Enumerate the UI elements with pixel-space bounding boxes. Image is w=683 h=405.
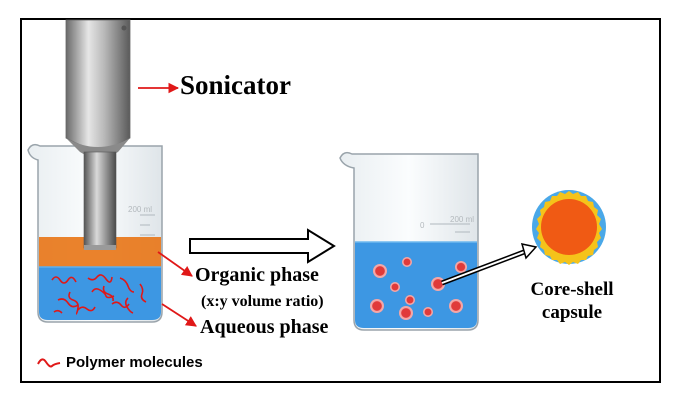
beaker-graduations-right	[430, 223, 470, 233]
emulsion-droplets	[370, 257, 467, 320]
polymer-chains	[51, 274, 147, 315]
droplet	[370, 299, 384, 313]
polymer-legend-icon	[37, 358, 61, 368]
aqueous-phase-layer	[39, 267, 161, 320]
droplet	[449, 299, 463, 313]
beaker-graduations	[140, 214, 155, 236]
beaker-mark-left: 200 ml	[128, 205, 152, 214]
droplet	[455, 261, 467, 273]
volume-ratio-label: (x:y volume ratio)	[201, 293, 324, 310]
organic-arrow	[157, 251, 193, 277]
polymer-legend-label: Polymer molecules	[66, 354, 203, 371]
zoom-arrow	[441, 243, 538, 286]
droplet	[402, 257, 412, 267]
sonicator-label: Sonicator	[180, 70, 291, 100]
sonicator-probe	[83, 151, 117, 249]
droplet	[405, 295, 415, 305]
beaker-mark-right: 200 ml	[450, 215, 474, 224]
emulsion-layer	[355, 242, 477, 328]
droplet	[390, 282, 400, 292]
aqueous-arrow	[161, 303, 197, 327]
droplet	[373, 264, 387, 278]
sonicator-device	[65, 19, 131, 250]
organic-phase-label: Organic phase	[195, 264, 319, 286]
core-shell-label: Core-shell	[530, 279, 614, 300]
core-shell-capsule	[532, 190, 606, 265]
droplet	[423, 307, 433, 317]
capsule-label: capsule	[541, 302, 603, 323]
aqueous-phase-label: Aqueous phase	[200, 316, 329, 338]
droplet	[431, 277, 445, 291]
process-arrow	[189, 228, 336, 264]
beaker-mark-zero: 0	[420, 221, 425, 230]
droplet	[399, 306, 413, 320]
capsule-core	[541, 199, 597, 255]
right-beaker: 0 200 ml	[339, 151, 479, 331]
